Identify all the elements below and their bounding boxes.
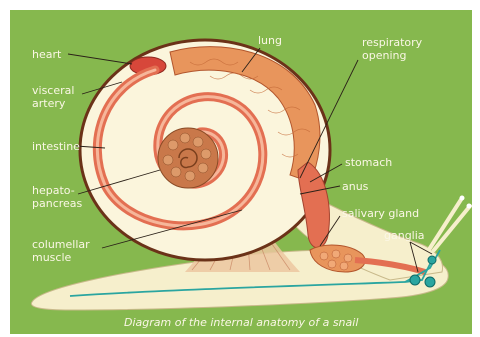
diagram-caption: Diagram of the internal anatomy of a sna… — [124, 316, 358, 329]
label-heart: heart — [32, 48, 62, 61]
label-anus: anus — [342, 180, 369, 193]
ganglion — [410, 275, 420, 285]
ganglion — [425, 277, 435, 287]
label-intestine: intestine — [32, 140, 80, 153]
label-columellar-muscle: columellar — [32, 238, 90, 251]
label-hepatopancreas-2: pancreas — [32, 197, 83, 210]
label-visceral-artery-2: artery — [32, 97, 66, 110]
diagram-canvas: heart visceral artery intestine hepato- … — [10, 10, 472, 334]
ganglion — [428, 256, 436, 264]
label-lung: lung — [258, 34, 282, 47]
label-visceral-artery: visceral — [32, 84, 74, 97]
label-respiratory-opening: respiratory — [362, 36, 423, 49]
heart-leader — [68, 54, 132, 64]
label-salivary-gland: salivary gland — [342, 207, 419, 220]
label-columellar-muscle-2: muscle — [32, 251, 72, 264]
label-respiratory-opening-2: opening — [362, 49, 406, 62]
snail-anatomy-diagram: heart visceral artery intestine hepato- … — [10, 10, 472, 334]
label-hepatopancreas: hepato- — [32, 184, 75, 197]
label-stomach: stomach — [345, 156, 392, 169]
label-ganglia: ganglia — [384, 229, 425, 242]
